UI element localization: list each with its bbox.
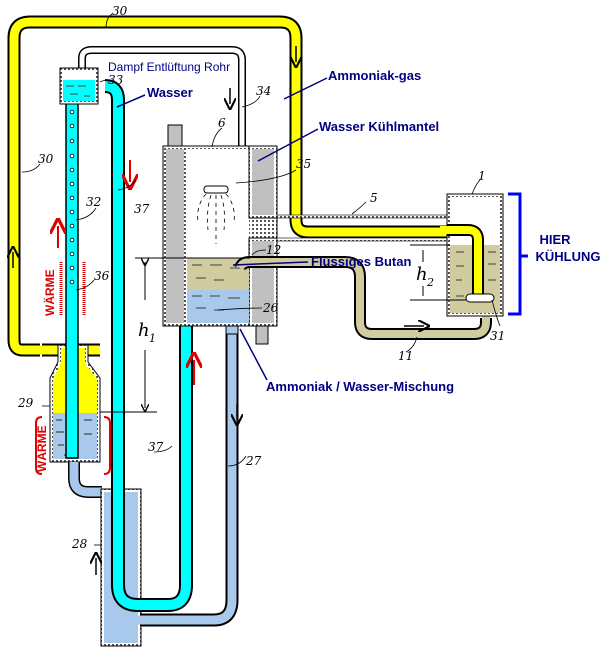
h1-symbol: h — [138, 320, 150, 341]
part-26: 26 — [262, 301, 279, 315]
vent-pipe-34 — [78, 46, 246, 150]
liquid-butane-label: Flüssiges Butan — [311, 254, 411, 269]
bubbler-31 — [465, 293, 495, 303]
dimension-h2 — [410, 244, 466, 301]
h2-subscript: 2 — [426, 276, 434, 289]
heat-bracket-right — [103, 416, 111, 475]
part-31: 31 — [490, 329, 505, 343]
part-34: 34 — [256, 84, 271, 98]
part-6: 6 — [218, 116, 226, 130]
part-36: 36 — [94, 269, 110, 283]
part-leaders — [21, 13, 501, 546]
part-33: 33 — [108, 73, 124, 87]
h1-subscript: 1 — [149, 332, 156, 345]
leader-lines — [116, 77, 328, 381]
evaporator-vessel-6 — [162, 124, 278, 345]
heat-label-upper: WÄRME — [42, 269, 57, 316]
h2-symbol: h — [416, 264, 428, 285]
part-5: 5 — [370, 191, 378, 205]
part-28: 28 — [71, 537, 88, 551]
mixture-pipe-27 — [138, 330, 239, 627]
mixture-label: Ammoniak / Wasser-Mischung — [266, 379, 454, 394]
vent-pipe-label: Dampf Entlüftung Rohr — [108, 60, 230, 74]
part-32: 32 — [86, 195, 101, 209]
part-35: 35 — [296, 157, 311, 171]
water-label: Wasser — [147, 85, 193, 100]
cooling-here-label-1: HIER — [539, 232, 571, 247]
part-11: 11 — [398, 349, 413, 363]
bubbles — [69, 109, 75, 285]
spray-nozzle — [203, 185, 229, 194]
part-12: 12 — [266, 243, 281, 257]
part-37-mid: 37 — [148, 440, 164, 454]
bubble-pump-tube-32 — [65, 99, 79, 459]
dimension-h1 — [100, 257, 250, 413]
separator-chamber-33 — [59, 67, 99, 105]
cooling-vessel-1 — [440, 193, 504, 317]
ammonia-gas-label: Ammoniak-gas — [328, 68, 421, 83]
part-numbers: 30 30 33 34 6 35 5 1 32 37 36 12 26 31 1… — [17, 4, 505, 551]
mixture-layer — [187, 290, 249, 323]
part-29: 29 — [17, 396, 34, 410]
cooling-here-bracket — [508, 192, 528, 316]
part-30-left: 30 — [38, 152, 54, 166]
heater-hatching — [59, 262, 86, 316]
cooling-jacket-label: Wasser Kühlmantel — [319, 119, 439, 134]
heat-label-lower: WÄRME — [34, 425, 49, 472]
part-37-top: 37 — [134, 202, 150, 216]
heat-bracket-left — [35, 416, 43, 475]
part-27: 27 — [245, 454, 262, 468]
cooling-here-label-2: KÜHLUNG — [536, 249, 601, 264]
part-30-top: 30 — [112, 4, 128, 18]
butane-pipe-11 — [234, 256, 492, 340]
part-1: 1 — [478, 169, 486, 183]
flow-arrows — [13, 46, 424, 575]
